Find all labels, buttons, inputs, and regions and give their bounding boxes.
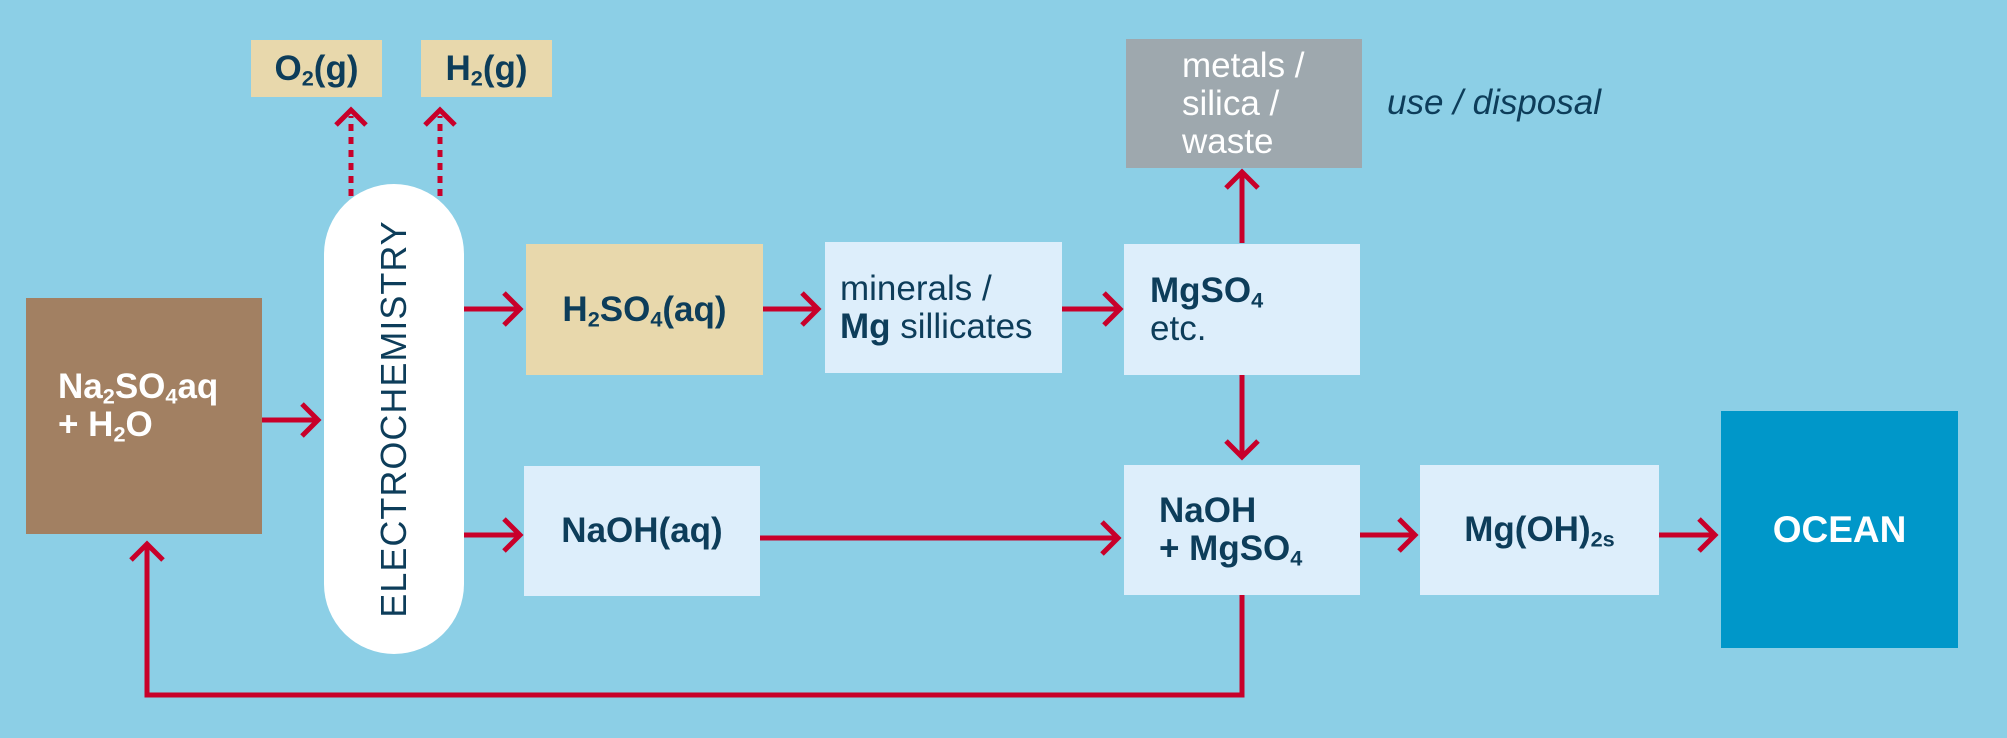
arrow-minerals-to-mgso4	[1062, 291, 1124, 327]
mgso4-box: MgSO4 etc.	[1124, 244, 1360, 375]
h2-label: H	[445, 48, 471, 88]
feed-sub: 4	[165, 383, 178, 409]
arrowhead-o2	[334, 106, 368, 127]
feed-formula-h: + H	[58, 405, 114, 444]
h2so4-sub: 2	[587, 305, 600, 331]
feed-formula-so: SO	[114, 367, 166, 406]
o2-sub: 2	[301, 64, 314, 90]
waste-waste: waste	[1182, 121, 1274, 161]
mgoh-sub: 2s	[1590, 526, 1615, 552]
h2-box: H2(g)	[421, 40, 552, 97]
h2so4-so: SO	[599, 289, 651, 329]
ocean-label: OCEAN	[1772, 508, 1907, 550]
h2so4-box: H2SO4(aq)	[526, 244, 763, 375]
feed-sub: 2	[102, 383, 115, 409]
arrow-mgso4-to-waste	[1224, 168, 1260, 243]
arrow-h2so4-to-minerals	[763, 291, 822, 327]
mgso4-sub: 4	[1251, 286, 1264, 312]
naoh-label: NaOH(aq)	[561, 511, 723, 550]
h2-state: (g)	[482, 48, 528, 88]
waste-silica: silica /	[1182, 83, 1280, 123]
mix-naoh: NaOH	[1159, 491, 1257, 530]
feed-sub: 2	[113, 421, 126, 447]
o2-state: (g)	[313, 48, 359, 88]
feed-formula-na: Na	[58, 367, 103, 406]
electrochemistry-label: ELECTROCHEMISTRY	[373, 220, 414, 618]
arrow-electrochemistry-to-h2so4	[464, 291, 524, 327]
ocean-box: OCEAN	[1721, 411, 1958, 648]
mgso4-label: MgSO	[1150, 270, 1252, 310]
minerals-silicates: sillicates	[890, 306, 1033, 346]
arrowhead-h2	[423, 106, 457, 127]
feed-box: Na2SO4aq + H2O	[26, 298, 262, 534]
feed-formula-o: O	[125, 405, 153, 444]
arrow-electrochemistry-to-naoh	[464, 517, 524, 553]
mgso4-etc: etc.	[1150, 308, 1207, 348]
arrow-mgso4-to-mix	[1224, 375, 1260, 461]
mgoh-box: Mg(OH)2s	[1420, 465, 1659, 595]
minerals-mg: Mg	[840, 306, 891, 346]
mix-sub: 4	[1290, 545, 1303, 571]
o2-label: O	[274, 48, 302, 88]
naoh-box: NaOH(aq)	[524, 466, 760, 596]
h2so4-state: (aq)	[662, 289, 727, 329]
h2so4-sub: 4	[650, 305, 663, 331]
arrow-mix-to-mgoh	[1359, 517, 1419, 553]
arrow-naoh-to-mix	[760, 520, 1122, 556]
arrow-recycle-to-feed	[129, 540, 1245, 698]
arrow-feed-to-electrochemistry	[262, 402, 322, 438]
h2-sub: 2	[470, 64, 483, 90]
minerals-box: minerals / Mg sillicates	[825, 242, 1062, 373]
mgoh-label: Mg(OH)	[1464, 510, 1591, 549]
minerals-label: minerals /	[840, 268, 992, 308]
waste-metals: metals /	[1182, 45, 1305, 85]
h2so4-h: H	[562, 289, 588, 329]
o2-box: O2(g)	[251, 40, 382, 97]
use-disposal-label: use / disposal	[1387, 83, 1602, 122]
arrow-mgoh-to-ocean	[1659, 517, 1719, 553]
waste-box: metals / silica / waste	[1126, 39, 1362, 168]
electrochemistry-unit	[324, 184, 464, 654]
feed-formula-aq: aq	[177, 367, 219, 406]
mix-mgso4: + MgSO	[1159, 529, 1291, 568]
mix-box: NaOH + MgSO4	[1124, 465, 1360, 595]
